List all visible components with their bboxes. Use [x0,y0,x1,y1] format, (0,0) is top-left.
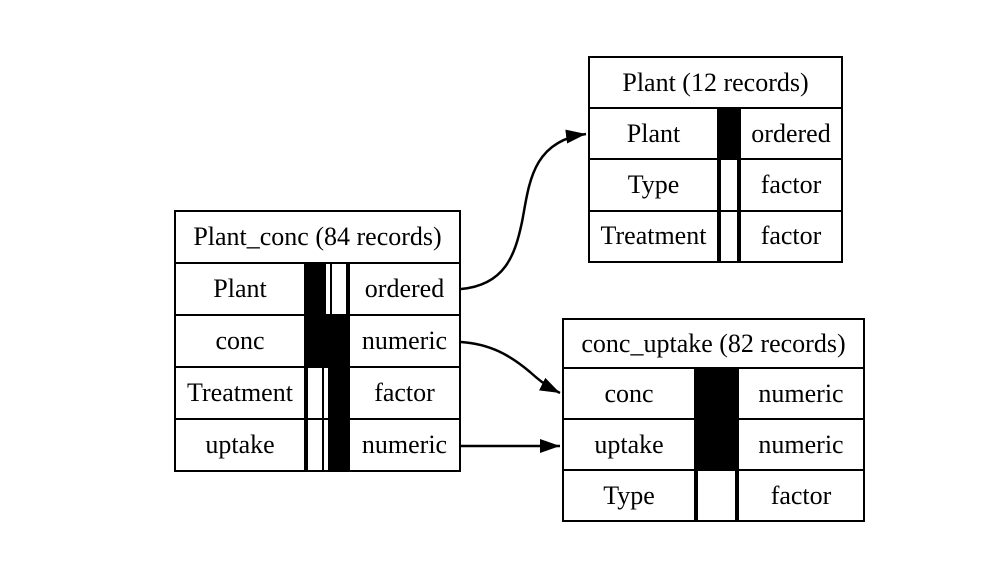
key-indicator [306,368,348,418]
table-row: conc numeric [176,316,459,368]
column-type-cell: numeric [348,420,459,470]
column-type-cell: factor [739,211,841,261]
table-row: uptake numeric [176,420,459,470]
key-indicator [306,420,348,470]
table-title: Plant (12 records) [590,58,841,109]
column-type-cell: factor [348,368,459,418]
table-plant: Plant (12 records) Plant ordered Type fa… [588,56,843,263]
key-indicator [719,160,739,210]
key-indicator [696,471,737,520]
column-name-cell: uptake [564,420,696,469]
column-name-cell: conc [564,369,696,418]
key-indicator [719,211,739,262]
column-name-cell: Plant [590,109,719,159]
table-row: Type factor [590,160,841,212]
column-type-cell: numeric [737,369,863,418]
column-name-cell: Treatment [176,368,306,418]
table-row: Treatment factor [176,368,459,420]
column-type-cell: factor [739,160,841,210]
column-name-cell: uptake [176,420,306,470]
column-type-cell: ordered [739,109,841,159]
key-indicator [696,369,737,418]
table-row: uptake numeric [564,420,863,471]
table-conc-uptake: conc_uptake (82 records) conc numeric up… [562,318,865,522]
table-plant-conc: Plant_conc (84 records) Plant ordered co… [174,210,461,472]
table-title: Plant_conc (84 records) [176,212,459,264]
table-row: Plant ordered [176,264,459,316]
column-name-cell: Type [590,160,719,210]
column-type-cell: ordered [348,264,459,314]
key-indicator [696,420,737,469]
column-name-cell: Treatment [590,211,719,261]
column-type-cell: numeric [737,420,863,469]
arrow-plant-to-plant [460,129,587,291]
column-name-cell: Type [564,471,696,520]
key-indicator [306,264,348,314]
key-indicator [719,109,739,159]
arrow-conc-to-conc [460,340,561,395]
column-type-cell: numeric [348,316,459,366]
table-row: Type factor [564,471,863,520]
table-row: conc numeric [564,369,863,420]
column-type-cell: factor [737,471,863,520]
column-name-cell: Plant [176,264,306,314]
key-indicator [306,316,348,366]
column-name-cell: conc [176,316,306,366]
table-row: Plant ordered [590,109,841,161]
table-row: Treatment factor [590,211,841,262]
table-title: conc_uptake (82 records) [564,320,863,369]
